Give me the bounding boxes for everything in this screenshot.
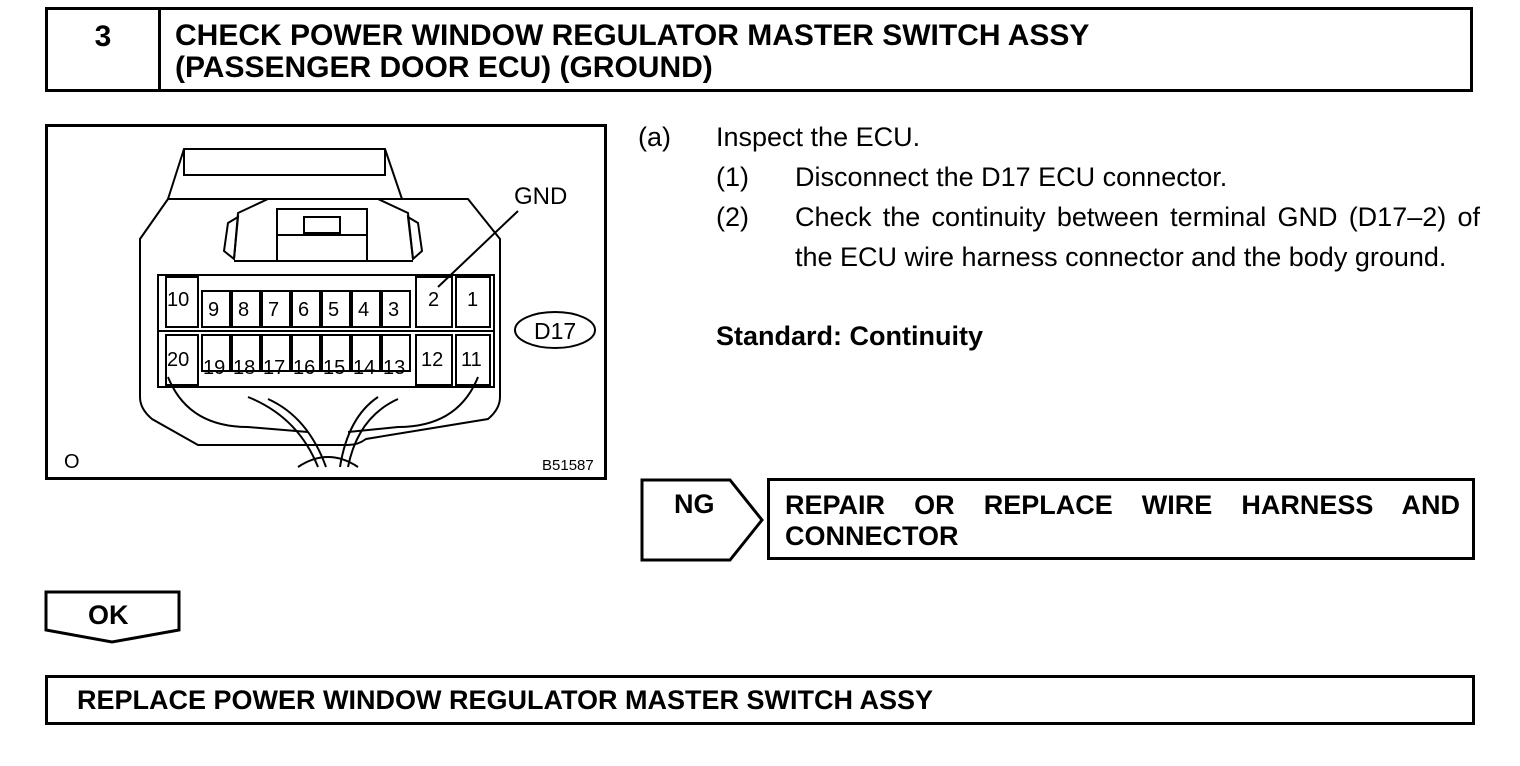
result-action-box: REPLACE POWER WINDOW REGULATOR MASTER SW…	[45, 675, 1475, 725]
corner-mark: O	[64, 451, 80, 473]
step-title-line2: (PASSENGER DOOR ECU) (GROUND)	[175, 51, 713, 84]
pin-label: 8	[238, 299, 250, 321]
pin-label: 15	[323, 357, 346, 379]
connector-id-ellipse	[514, 311, 596, 349]
pin-label: 11	[461, 349, 482, 371]
pin-label: 18	[233, 357, 256, 379]
pin-label: 14	[353, 357, 376, 379]
instruction-1-label: (1)	[716, 162, 749, 192]
connector-body-outline	[139, 198, 501, 446]
ng-label: NG	[674, 489, 715, 519]
pin-label: 12	[421, 349, 444, 371]
wire-bundle	[167, 376, 309, 433]
instruction-2-label: (2)	[716, 202, 749, 232]
connector-id-label: D17	[534, 318, 577, 344]
gnd-label: GND	[514, 183, 568, 210]
connector-figure: 10 9 8 7 6 5 4 3 2 1 20 19 18 17 16 15 1…	[45, 124, 607, 480]
step-title-line1: CHECK POWER WINDOW REGULATOR MASTER SWIT…	[175, 19, 1090, 52]
figure-code: B51587	[542, 457, 594, 474]
ok-label: OK	[88, 600, 129, 630]
pin-label: 20	[167, 349, 190, 371]
step-title: CHECK POWER WINDOW REGULATOR MASTER SWIT…	[161, 10, 1089, 89]
ok-arrow-shape	[44, 590, 181, 644]
instruction-2-text: Check the continuity between terminal GN…	[795, 202, 1480, 272]
pin-label: 7	[268, 299, 280, 321]
gnd-leader-line	[437, 210, 519, 288]
pin-label: 3	[388, 299, 400, 321]
ng-action-box: REPAIR OR REPLACE WIRE HARNESS AND CONNE…	[767, 478, 1475, 560]
pin-label: 2	[428, 289, 440, 311]
pin-label: 17	[263, 357, 286, 379]
step-header: 3 CHECK POWER WINDOW REGULATOR MASTER SW…	[45, 7, 1473, 92]
pin-label: 6	[298, 299, 310, 321]
pin-label: 19	[203, 357, 226, 379]
connector-hood	[167, 148, 403, 200]
pin-label: 9	[208, 299, 220, 321]
connector-diagram	[139, 148, 596, 468]
ng-arrow-shape	[640, 478, 764, 562]
pin-label: 1	[467, 289, 479, 311]
pin-label: 4	[358, 299, 370, 321]
pin-label: 10	[167, 289, 190, 311]
instruction-a-text: Inspect the ECU.	[716, 122, 921, 152]
instruction-a-label: (a)	[638, 122, 671, 152]
step-number: 3	[48, 10, 161, 89]
pin-label: 13	[383, 357, 406, 379]
pin-label: 16	[293, 357, 316, 379]
instruction-1-text: Disconnect the D17 ECU connector.	[795, 162, 1228, 192]
pin-label: 5	[328, 299, 340, 321]
standard-text: Standard: Continuity	[716, 321, 983, 351]
